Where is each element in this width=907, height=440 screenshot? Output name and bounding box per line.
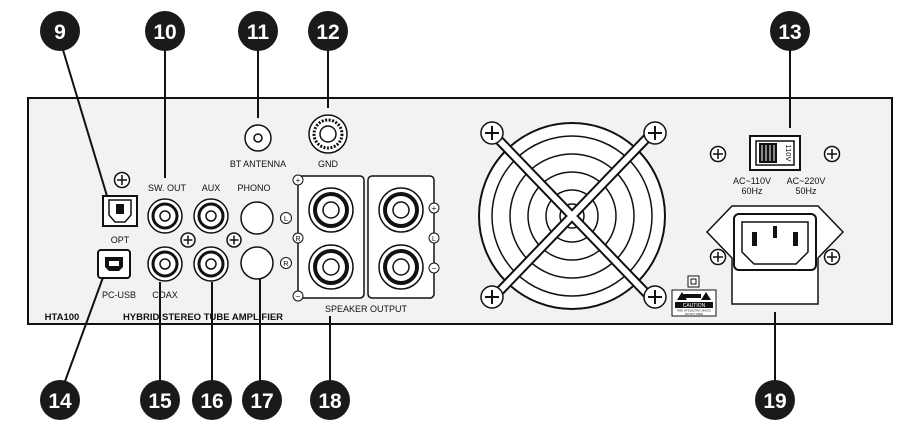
ac110-frequency-label: 60Hz bbox=[741, 186, 763, 196]
callout-17: 17 bbox=[242, 380, 282, 420]
callout-18: 18 bbox=[310, 380, 350, 420]
svg-text:R: R bbox=[283, 259, 289, 268]
speaker-r-plus-marker: + bbox=[292, 174, 304, 186]
bt-antenna-label: BT ANTENNA bbox=[230, 159, 286, 169]
svg-text:+: + bbox=[432, 204, 437, 213]
gnd-label: GND bbox=[318, 159, 339, 169]
gnd-terminal bbox=[308, 114, 348, 154]
svg-text:R: R bbox=[295, 236, 300, 243]
speaker-l-minus-marker: − bbox=[428, 262, 440, 274]
callout-14: 14 bbox=[40, 380, 80, 420]
svg-text:10: 10 bbox=[153, 21, 176, 44]
caution-label: CAUTION RISK OF ELECTRIC SHOCK DO NOT OP… bbox=[671, 289, 717, 317]
aux-rca-jack-left bbox=[193, 198, 229, 234]
screw-icon bbox=[480, 285, 504, 309]
pc-usb-label: PC-USB bbox=[102, 290, 136, 300]
svg-text:19: 19 bbox=[763, 390, 786, 413]
phono-label: PHONO bbox=[237, 183, 270, 193]
phono-jack-left bbox=[240, 201, 274, 235]
speaker-r-minus-marker: − bbox=[292, 290, 304, 302]
svg-text:12: 12 bbox=[316, 21, 339, 44]
speaker-terminal-r-minus bbox=[308, 244, 354, 290]
screw-icon bbox=[480, 121, 504, 145]
svg-text:14: 14 bbox=[48, 390, 72, 413]
speaker-r-channel-marker: R bbox=[292, 232, 304, 244]
speaker-output-label: SPEAKER OUTPUT bbox=[325, 304, 408, 314]
speaker-terminal-r-plus bbox=[308, 187, 354, 233]
svg-text:13: 13 bbox=[778, 21, 801, 44]
svg-text:CAUTION: CAUTION bbox=[683, 303, 706, 309]
phono-jack-right bbox=[240, 246, 274, 280]
callout-9: 9 bbox=[40, 11, 80, 51]
svg-text:11: 11 bbox=[247, 21, 270, 44]
screw-icon bbox=[643, 285, 667, 309]
model-name: HTA100 bbox=[45, 312, 80, 323]
coax-rca-jack bbox=[147, 246, 183, 282]
callout-10: 10 bbox=[145, 11, 185, 51]
svg-text:15: 15 bbox=[148, 390, 172, 413]
callout-11: 11 bbox=[238, 11, 278, 51]
double-insulation-icon bbox=[687, 275, 700, 288]
speaker-l-plus-marker: + bbox=[428, 202, 440, 214]
speaker-terminal-l-minus bbox=[378, 244, 424, 290]
screw-icon bbox=[180, 232, 196, 248]
callout-19: 19 bbox=[755, 380, 795, 420]
screw-icon bbox=[643, 121, 667, 145]
ac220-voltage-label: AC~220V bbox=[787, 176, 826, 186]
speaker-l-channel-marker: L bbox=[428, 232, 440, 244]
svg-text:RISK OF ELECTRIC SHOCK: RISK OF ELECTRIC SHOCK bbox=[677, 309, 711, 313]
svg-text:+: + bbox=[296, 176, 301, 185]
coax-label: COAX bbox=[152, 290, 178, 300]
ac220-frequency-label: 50Hz bbox=[795, 186, 817, 196]
cooling-fan bbox=[478, 122, 666, 310]
screw-icon bbox=[113, 171, 131, 189]
callout-16: 16 bbox=[192, 380, 232, 420]
aux-label: AUX bbox=[202, 183, 221, 193]
screw-icon bbox=[709, 248, 727, 266]
callout-15: 15 bbox=[140, 380, 180, 420]
screw-icon bbox=[823, 248, 841, 266]
svg-text:18: 18 bbox=[318, 390, 342, 413]
screw-icon bbox=[709, 145, 727, 163]
phono-channel-r-marker: R bbox=[280, 257, 292, 269]
svg-text:−: − bbox=[296, 292, 301, 301]
svg-text:L: L bbox=[432, 236, 436, 243]
svg-text:17: 17 bbox=[250, 390, 273, 413]
svg-text:9: 9 bbox=[54, 21, 66, 44]
svg-text:−: − bbox=[432, 264, 437, 273]
sw-out-rca-jack bbox=[147, 198, 183, 234]
svg-text:L: L bbox=[284, 214, 288, 223]
svg-text:DO NOT OPEN: DO NOT OPEN bbox=[685, 312, 703, 316]
usb-b-port bbox=[97, 249, 131, 279]
optical-input-port bbox=[102, 195, 138, 227]
sw-out-label: SW. OUT bbox=[148, 183, 187, 193]
screw-icon bbox=[823, 145, 841, 163]
svg-text:16: 16 bbox=[200, 390, 223, 413]
opt-label: OPT bbox=[111, 235, 130, 245]
screw-icon bbox=[226, 232, 242, 248]
speaker-terminal-l-plus bbox=[378, 187, 424, 233]
aux-rca-jack-right bbox=[193, 246, 229, 282]
bt-antenna-connector bbox=[244, 124, 272, 152]
svg-text:110V: 110V bbox=[784, 145, 793, 162]
product-name: HYBRID STEREO TUBE AMPLIFIER bbox=[123, 312, 283, 323]
callout-13: 13 bbox=[770, 11, 810, 51]
ac110-voltage-label: AC~110V bbox=[733, 176, 771, 186]
voltage-selector-switch: 110V bbox=[749, 135, 801, 171]
callout-12: 12 bbox=[308, 11, 348, 51]
ac-power-inlet bbox=[705, 205, 845, 305]
phono-channel-l-marker: L bbox=[280, 212, 292, 224]
